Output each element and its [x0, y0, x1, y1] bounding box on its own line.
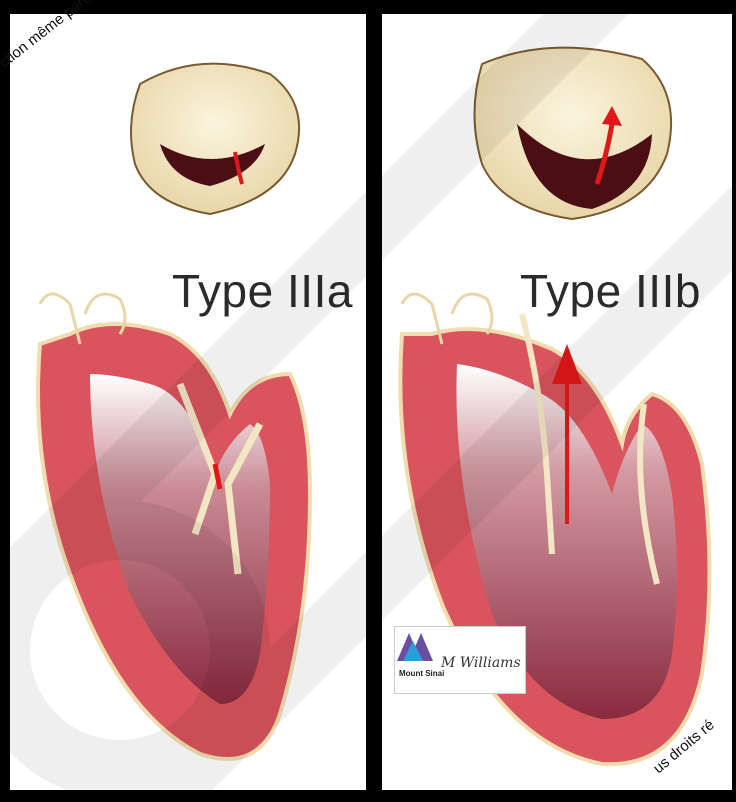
heart-long-axis-iiia: [38, 294, 310, 759]
panel-type-iiib: Type IIIb Mount Sinai M Williams: [382, 14, 732, 790]
panel-label-iiib: Type IIIb: [520, 264, 701, 318]
valve-en-face-iiia: [131, 64, 299, 214]
mount-sinai-logo: Mount Sinai M Williams: [394, 626, 526, 694]
panel-type-iiia: Type IIIa: [10, 14, 366, 790]
logo-institution: Mount Sinai: [399, 669, 444, 678]
mount-sinai-logo-icon: [395, 627, 435, 663]
valve-en-face-iiib: [475, 48, 672, 219]
logo-signature: M Williams: [441, 655, 521, 671]
heart-illustration-iiia: [10, 14, 366, 790]
panel-label-iiia: Type IIIa: [172, 264, 353, 318]
